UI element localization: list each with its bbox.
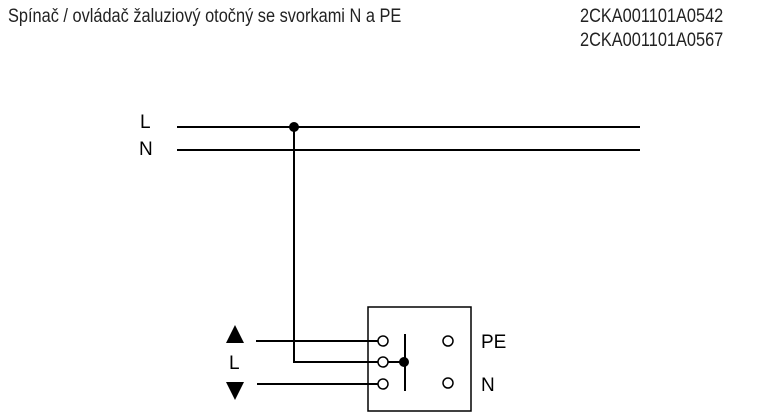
down-arrow-icon bbox=[226, 382, 244, 400]
product-code-2: 2CKA001101A0567 bbox=[580, 30, 724, 51]
product-code-1: 2CKA001101A0542 bbox=[580, 6, 724, 27]
terminal-up bbox=[377, 335, 389, 347]
terminal-down bbox=[377, 378, 389, 390]
bus-label-n: N bbox=[139, 139, 153, 160]
terminal-l bbox=[377, 356, 389, 368]
terminal-label-n: N bbox=[481, 375, 495, 396]
terminal-n bbox=[442, 377, 454, 389]
input-label-l: L bbox=[229, 353, 240, 374]
bus-label-l: L bbox=[140, 112, 151, 133]
switch-box bbox=[367, 306, 472, 412]
up-arrow-icon bbox=[226, 325, 244, 343]
switch-pivot-dot bbox=[399, 357, 409, 367]
feed-wire bbox=[293, 127, 378, 363]
diagram-title: Spínač / ovládač žaluziový otočný se svo… bbox=[8, 6, 402, 27]
terminal-label-pe: PE bbox=[481, 332, 506, 353]
terminal-pe bbox=[442, 335, 454, 347]
